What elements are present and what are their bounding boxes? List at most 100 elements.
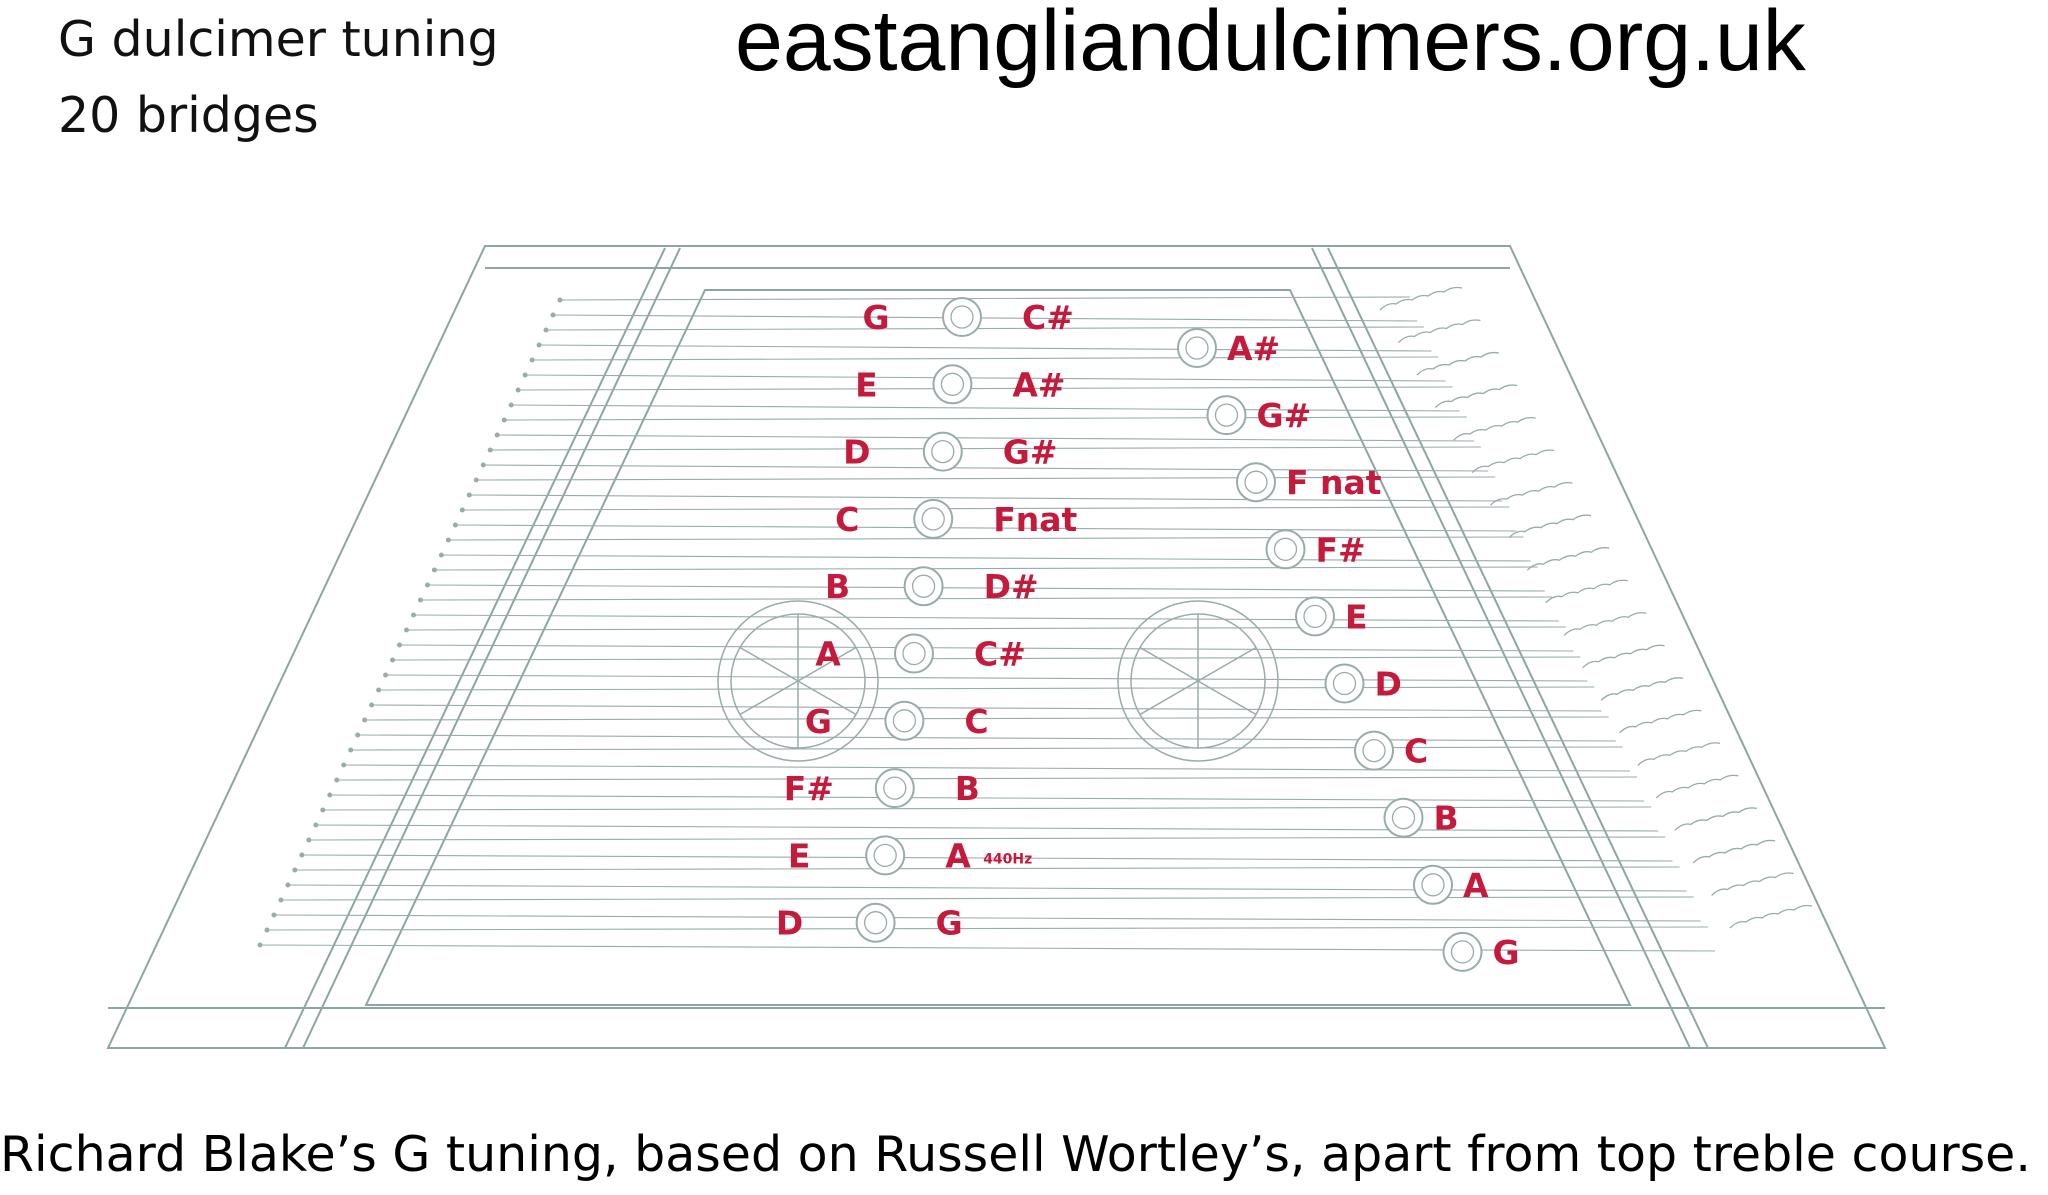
tuning-pins [1545,579,1628,604]
caption: Richard Blake’s G tuning, based on Russe… [0,1126,2031,1183]
bridge-stud [1206,395,1247,436]
hitch-pin [424,582,430,588]
hitch-pin [390,657,396,663]
hitch-pin [417,597,423,603]
hitch-pin [508,402,514,408]
hitch-pin [369,702,375,708]
string-line [385,674,1588,682]
tuning-pins [1637,742,1721,766]
bridge-stud [1236,462,1276,503]
bridge-stud [1442,931,1483,972]
tuning-pins [1397,319,1481,343]
hitch-pin [522,372,528,378]
string-line [343,764,1630,772]
tuning-pins [1563,612,1647,636]
hitch-pin [501,417,507,423]
tuning-pins [1582,644,1665,669]
hitch-pin [473,477,479,483]
string-line [483,464,1489,472]
hitch-pin [271,912,277,918]
hitch-pin [515,387,521,393]
hitch-pin [438,552,444,558]
string-line [364,716,1609,721]
string-line [392,656,1581,661]
hitch-pin [292,867,298,873]
hitch-pin [327,792,333,798]
reference-pitch-label: 440Hz [983,851,1032,867]
hitch-pin [376,687,382,693]
hitch-pin [557,297,563,303]
bridge-stud [922,431,963,472]
string-line [504,416,1467,421]
string-line [532,356,1439,361]
hitch-pin [431,567,437,573]
string-line [322,806,1652,811]
string-line [378,686,1595,691]
tuning-pins [1600,677,1684,701]
dulcimer-frame [106,245,1887,1049]
bridge-stud [903,566,944,607]
string-line [315,824,1659,832]
string-line [490,446,1481,451]
site-url: eastangliandulcimers.org.uk [735,0,1806,89]
string-line [420,596,1552,601]
tuning-pins [1692,839,1776,864]
bass-note: G# [1257,396,1312,435]
bass-note: F# [1316,530,1366,569]
bass-note: C [1404,732,1428,771]
bridge-stud [932,364,973,405]
string-line [350,746,1623,751]
string-line [357,734,1616,742]
bridge-stud [1383,797,1424,838]
treble-note-right: A# [1012,365,1065,404]
rosette [1117,600,1279,762]
tuning-pins [1674,807,1757,831]
bridge-stud [1413,864,1453,905]
bridge-stud [894,633,934,674]
string-line [546,326,1425,331]
tuning-pins [1416,351,1499,376]
bridge-stud [942,297,982,337]
bridges-group [855,297,1483,972]
string-line [280,896,1694,901]
treble-note-right: G [936,904,963,943]
hitch-pin [480,462,486,468]
bridge-stud [1177,328,1217,368]
string-line [371,704,1602,712]
bridge-stud [884,700,925,741]
hitch-pin [494,432,500,438]
string-line [413,614,1559,622]
string-line [448,536,1524,541]
hitch-pin [383,672,389,678]
treble-note-right: C# [1022,298,1074,337]
treble-note-left: C [835,500,859,539]
bridge-stud [865,835,906,876]
tuning-pins [1490,482,1573,506]
string-line [539,344,1432,352]
hitch-pin [459,507,465,513]
string-line [273,914,1701,922]
string-line [525,374,1446,382]
hitch-pin [299,852,305,858]
treble-note-left: E [855,365,878,404]
bass-note: G [1493,933,1520,972]
string-line [294,866,1680,871]
bass-note: F nat [1286,463,1382,502]
treble-note-left: G [805,702,832,741]
hitch-pin [536,342,542,348]
tuning-pins [1619,709,1702,734]
hitch-pin [341,762,347,768]
treble-note-left: A [815,635,841,674]
tuning-pins [1453,416,1536,441]
treble-note-right: A [945,836,971,875]
string-line [497,434,1474,442]
tuning-pins [1379,286,1463,311]
title-line-1: G dulcimer tuning [58,11,499,68]
hitch-pin [278,897,284,903]
hitch-pin [306,837,312,843]
hitch-pin [410,612,416,618]
bridge-stud [1295,596,1335,637]
string-line [559,296,1411,301]
